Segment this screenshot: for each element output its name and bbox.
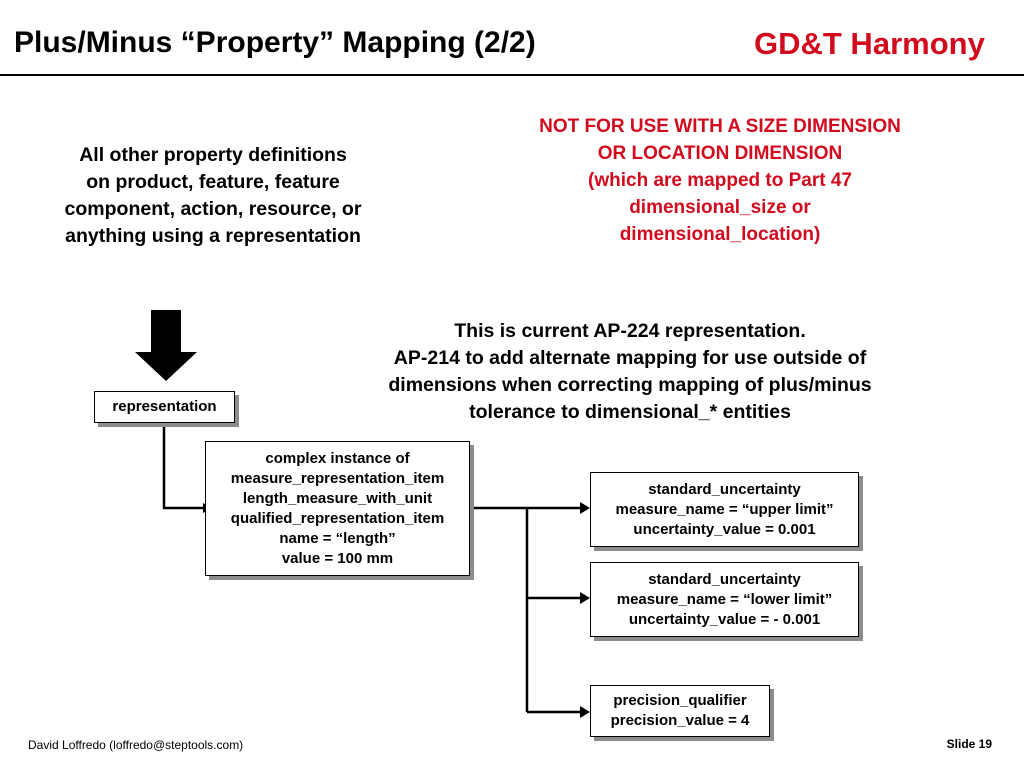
box-line: representation (112, 398, 217, 415)
representation-box: representation (94, 391, 235, 423)
box-line: precision_qualifier (613, 692, 747, 709)
box-line: measure_representation_item (230, 470, 445, 487)
connector-rep-to-complex (162, 423, 205, 510)
box-line: standard_uncertainty (648, 571, 801, 588)
box-line: length_measure_with_unit (242, 490, 433, 507)
box-line: complex instance of (265, 450, 410, 467)
title-divider (0, 74, 1024, 76)
box-line: measure_name = “lower limit” (616, 591, 833, 608)
scope-note-line: All other property definitions (79, 144, 347, 166)
warning-note-line: OR LOCATION DIMENSION (597, 143, 843, 164)
arrowhead-icon (580, 706, 590, 718)
box-line: uncertainty_value = - 0.001 (628, 611, 821, 628)
warning-note-line: NOT FOR USE WITH A SIZE DIMENSION (539, 116, 901, 137)
warning-note-line: dimensional_location) (619, 224, 821, 245)
box-line: standard_uncertainty (648, 481, 801, 498)
lower-uncertainty-box: standard_uncertainty measure_name = “low… (590, 562, 859, 637)
complex-instance-box: complex instance of measure_representati… (205, 441, 470, 576)
representation-note-line: dimensions when correcting mapping of pl… (388, 374, 872, 396)
scope-note: All other property definitions on produc… (18, 142, 408, 250)
scope-note-line: anything using a representation (65, 225, 361, 247)
scope-note-line: component, action, resource, or (64, 198, 362, 220)
representation-note-line: AP-214 to add alternate mapping for use … (393, 347, 867, 369)
scope-note-line: on product, feature, feature (86, 171, 340, 193)
upper-uncertainty-box: standard_uncertainty measure_name = “upp… (590, 472, 859, 547)
precision-qualifier-box: precision_qualifier precision_value = 4 (590, 685, 770, 737)
arrowhead-icon (580, 592, 590, 604)
down-arrow-icon (135, 310, 197, 381)
representation-note-line: tolerance to dimensional_* entities (469, 401, 791, 423)
box-line: measure_name = “upper limit” (615, 501, 834, 518)
slide-number: Slide 19 (946, 737, 992, 751)
box-line: qualified_representation_item (230, 510, 445, 527)
footer-author: David Loffredo (loffredo@steptools.com) (28, 738, 244, 752)
box-line: precision_value = 4 (610, 712, 750, 729)
warning-note: NOT FOR USE WITH A SIZE DIMENSION OR LOC… (480, 113, 960, 248)
box-line: uncertainty_value = 0.001 (633, 521, 816, 538)
representation-note: This is current AP-224 representation. A… (330, 318, 930, 426)
box-line: name = “length” (279, 530, 396, 547)
box-line: value = 100 mm (281, 550, 394, 567)
warning-note-line: (which are mapped to Part 47 (588, 170, 852, 191)
arrowhead-icon (580, 502, 590, 514)
representation-note-line: This is current AP-224 representation. (454, 320, 806, 342)
brand-name: GD&T Harmony (754, 26, 985, 61)
warning-note-line: dimensional_size or (629, 197, 811, 218)
slide-title: Plus/Minus “Property” Mapping (2/2) (14, 26, 536, 59)
